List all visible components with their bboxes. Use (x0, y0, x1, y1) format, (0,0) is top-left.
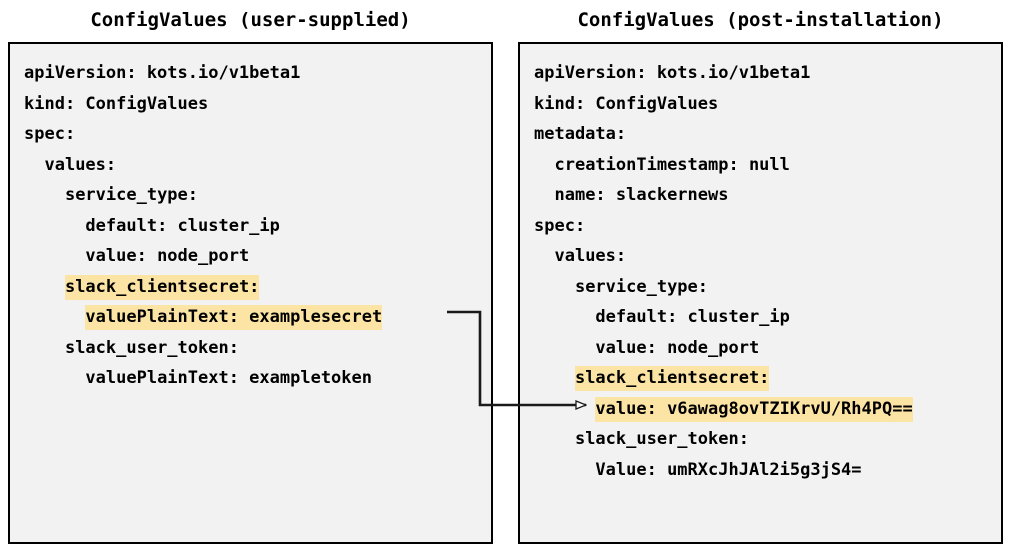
yaml-line-text: value: node_port (595, 337, 760, 358)
yaml-line: name: slackernews (534, 180, 997, 211)
yaml-line-text: apiVersion: kots.io/v1beta1 (534, 63, 811, 83)
yaml-indent (534, 307, 595, 327)
yaml-indent (534, 338, 595, 358)
user-supplied-configvalues-panel: apiVersion: kots.io/v1beta1 kind: ConfigV… (8, 42, 493, 544)
yaml-indent (534, 399, 595, 419)
left-panel-title: ConfigValues (user-supplied) (90, 9, 411, 31)
yaml-line: service_type: (534, 272, 997, 303)
yaml-line: creationTimestamp: null (534, 150, 997, 181)
yaml-line: slack_user_token: (24, 333, 487, 364)
yaml-indent (24, 155, 44, 175)
post-installation-configvalues-panel: apiVersion: kots.io/v1beta1 kind: ConfigV… (518, 42, 1003, 544)
yaml-line: spec: (534, 211, 997, 242)
yaml-line-text: default: cluster_ip (595, 307, 790, 327)
yaml-line: values: (24, 150, 487, 181)
yaml-line-text: spec: (534, 215, 586, 236)
yaml-line-text: service_type: (64, 185, 199, 205)
yaml-line: value: node_port (24, 241, 487, 272)
yaml-indent (534, 429, 575, 449)
yaml-line-text: valuePlainText: exampletoken (85, 368, 372, 388)
yaml-line-text: values: (44, 154, 117, 175)
yaml-line-text: apiVersion: kots.io/v1beta1 (24, 63, 301, 83)
yaml-line: slack_clientsecret: (24, 272, 487, 303)
yaml-line-text: service_type: (574, 276, 709, 297)
yaml-line: default: cluster_ip (534, 302, 997, 333)
yaml-indent (534, 185, 554, 205)
yaml-indent (24, 368, 85, 388)
yaml-indent (24, 277, 65, 297)
yaml-indent (24, 185, 65, 205)
yaml-line: apiVersion: kots.io/v1beta1 (534, 58, 997, 89)
yaml-line: spec: (24, 119, 487, 150)
yaml-line-text: kind: ConfigValues (534, 93, 719, 114)
yaml-line: kind: ConfigValues (534, 89, 997, 120)
yaml-line-highlighted: slack_clientsecret: (574, 366, 770, 391)
yaml-indent (24, 307, 85, 327)
yaml-line: values: (534, 241, 997, 272)
yaml-indent (24, 338, 65, 358)
yaml-line-text: kind: ConfigValues (24, 93, 209, 114)
yaml-line-text: name: slackernews (554, 185, 729, 205)
yaml-line-text: spec: (24, 124, 76, 144)
yaml-line-highlighted: valuePlainText: examplesecret (85, 305, 383, 330)
yaml-line: apiVersion: kots.io/v1beta1 (24, 58, 487, 89)
right-panel-title: ConfigValues (post-installation) (577, 9, 944, 31)
yaml-line: valuePlainText: examplesecret (24, 302, 487, 333)
yaml-line: value: node_port (534, 333, 997, 364)
yaml-line: valuePlainText: exampletoken (24, 363, 487, 394)
yaml-indent (534, 277, 575, 297)
yaml-line-text: slack_user_token: (64, 337, 239, 358)
yaml-line: slack_clientsecret: (534, 363, 997, 394)
yaml-indent (24, 246, 85, 266)
yaml-line: Value: umRXcJhJAl2i5g3jS4= (534, 455, 997, 486)
yaml-line-highlighted: slack_clientsecret: (64, 274, 260, 300)
yaml-indent (534, 460, 595, 480)
yaml-indent (534, 155, 554, 175)
yaml-line-text: slack_user_token: (574, 429, 749, 449)
yaml-line-text: value: node_port (85, 246, 250, 266)
yaml-line-text: values: (554, 246, 627, 266)
yaml-line: service_type: (24, 180, 487, 211)
yaml-line-text: default: cluster_ip (85, 215, 280, 236)
yaml-indent (534, 368, 575, 388)
yaml-line: default: cluster_ip (24, 211, 487, 242)
user-supplied-configvalues-yaml: apiVersion: kots.io/v1beta1 kind: ConfigV… (24, 58, 487, 394)
yaml-line-text: metadata: (534, 124, 627, 144)
yaml-line-text: Value: umRXcJhJAl2i5g3jS4= (595, 459, 862, 480)
yaml-line: metadata: (534, 119, 997, 150)
post-installation-configvalues-yaml: apiVersion: kots.io/v1beta1 kind: ConfigV… (534, 58, 997, 485)
yaml-line-highlighted: value: v6awag8ovTZIKrvU/Rh4PQ== (595, 396, 913, 422)
yaml-line-text: creationTimestamp: null (554, 154, 790, 175)
yaml-indent (534, 246, 554, 266)
yaml-indent (24, 216, 85, 236)
yaml-line: value: v6awag8ovTZIKrvU/Rh4PQ== (534, 394, 997, 425)
yaml-line: slack_user_token: (534, 424, 997, 455)
yaml-line: kind: ConfigValues (24, 89, 487, 120)
